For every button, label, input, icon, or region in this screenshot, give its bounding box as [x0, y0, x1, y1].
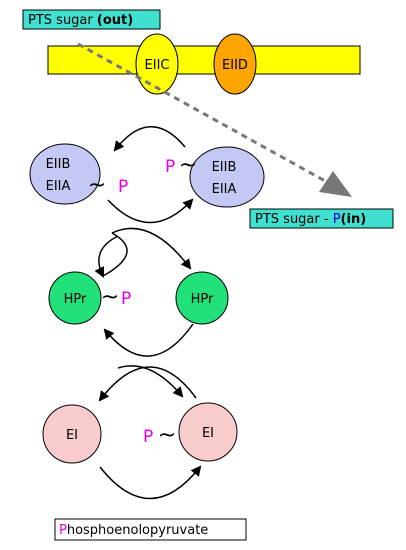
- hpr-cycle-arrow-top-2: [111, 227, 192, 270]
- eiib-left-label: EIIB: [46, 157, 71, 172]
- eiid-node: EIID: [213, 33, 257, 95]
- eiia-left-label: EIIA: [46, 179, 71, 194]
- hpr-cycle-arrow-left-head: [94, 235, 119, 278]
- svg-text:PTS sugar - P(in): PTS sugar - P(in): [255, 212, 366, 227]
- tilde-hpr-left: ~: [101, 285, 119, 310]
- phosphate-eiia-left: P: [118, 177, 128, 197]
- phosphate-hpr-left: P: [121, 289, 131, 309]
- phosphate-ei-right: P: [143, 427, 153, 447]
- phospho-rest: hosphoenolopyruvate: [67, 523, 208, 538]
- hpr-right-node: HPr: [175, 271, 229, 325]
- hpr-right-label: HPr: [191, 292, 214, 307]
- tilde-ei-right: ~: [158, 423, 176, 448]
- ei-right-node: EI: [178, 402, 238, 462]
- sugar-in-p: P: [333, 212, 341, 227]
- ei-left-node: EI: [42, 404, 102, 464]
- membrane-bar: [47, 45, 361, 75]
- sugar-transport-arrow: [77, 42, 352, 197]
- sugar-in-label: PTS sugar - P(in): [249, 208, 394, 229]
- eiic-node: EIIC: [135, 33, 179, 95]
- eiid-label: EIID: [222, 58, 248, 73]
- phosphate-eiib-right: P: [165, 157, 175, 177]
- sugar-out-bold: (out): [97, 13, 133, 28]
- tilde-eiia-left: ~: [88, 173, 106, 198]
- tilde-eiib-right: ~: [179, 153, 197, 178]
- eiic-label: EIIC: [145, 58, 170, 73]
- ei-right-label: EI: [202, 426, 214, 441]
- eiib-cycle-arrow-bottom: [107, 198, 194, 224]
- hpr-left-label: HPr: [64, 292, 87, 307]
- ei-cycle-arrow-top: [98, 366, 197, 402]
- eiia-right-label: EIIA: [212, 182, 237, 197]
- phospho-first-letter: P: [59, 523, 67, 538]
- eiib-eiia-left-node: EIIB EIIA: [29, 143, 101, 205]
- hpr-cycle-arrow-top: [102, 232, 128, 277]
- eiib-right-label: EIIB: [212, 160, 237, 175]
- ei-cycle-arrow-bottom: [99, 465, 202, 500]
- sugar-in-bold: (in): [341, 212, 367, 227]
- sugar-in-prefix: PTS sugar -: [255, 212, 333, 227]
- hpr-left-node: HPr: [48, 271, 102, 325]
- svg-text:PTS sugar (out): PTS sugar (out): [28, 13, 133, 28]
- hpr-cycle-arrow-bottom: [103, 323, 194, 357]
- eiib-cycle-arrow-top: [113, 126, 186, 152]
- ei-cycle-arrow-top-2: [117, 365, 184, 398]
- ei-left-label: EI: [66, 428, 78, 443]
- eiib-eiia-right-node: EIIB EIIA: [189, 146, 265, 208]
- svg-text:Phosphoenolopyruvate: Phosphoenolopyruvate: [59, 523, 208, 538]
- sugar-out-prefix: PTS sugar: [28, 13, 97, 28]
- sugar-out-label: PTS sugar (out): [22, 9, 161, 30]
- phosphoenolopyruvate-label: Phosphoenolopyruvate: [54, 518, 247, 541]
